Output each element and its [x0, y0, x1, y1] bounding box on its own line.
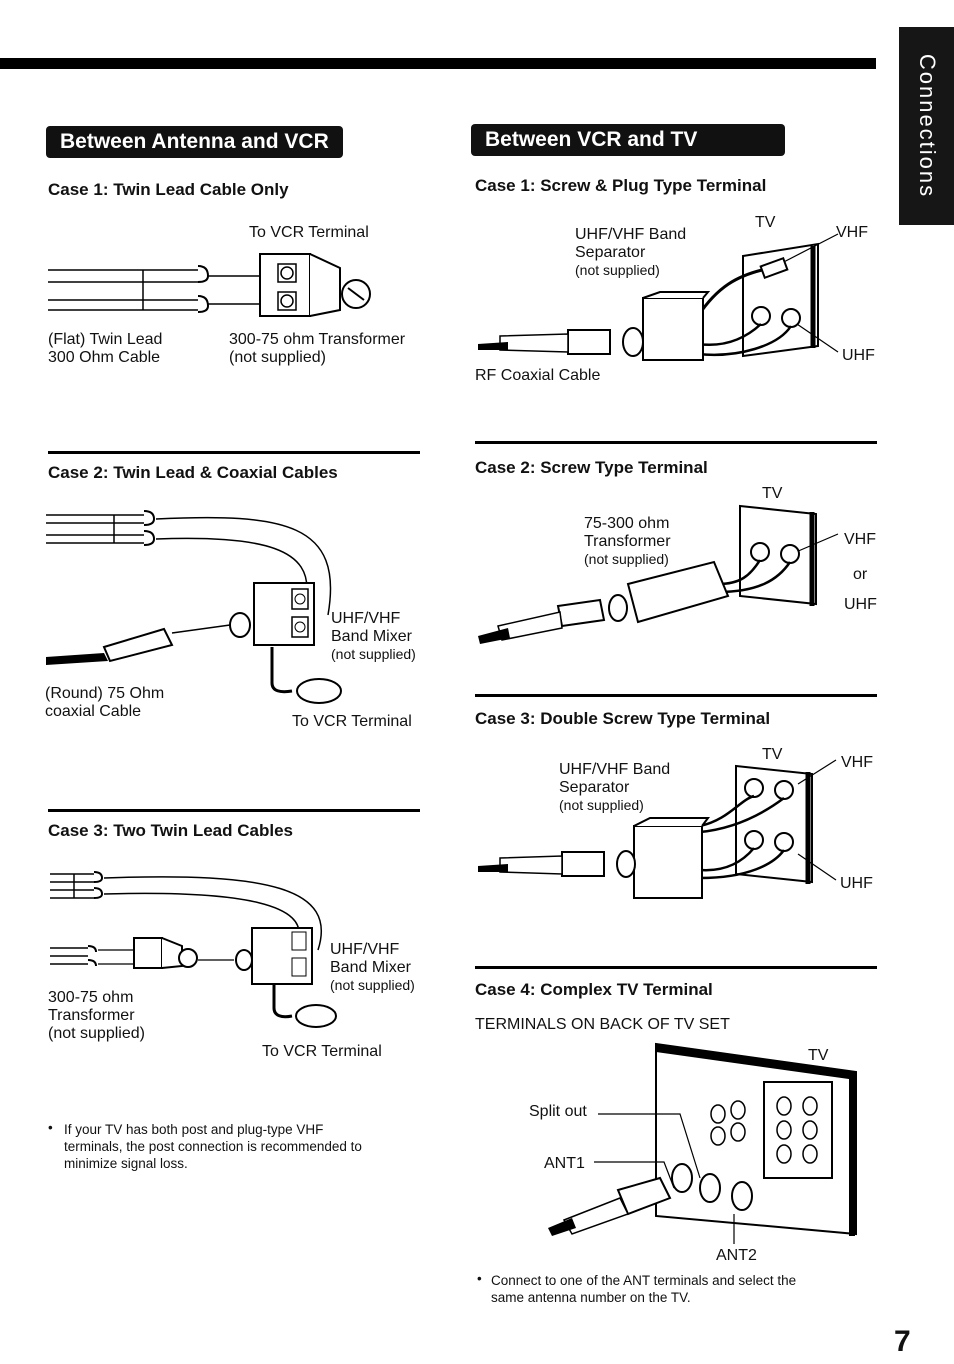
double-screw-terminal-diagram [478, 759, 837, 899]
separator-label-2: Separator [559, 779, 630, 796]
right-note: Connect to one of the ANT terminals and … [491, 1273, 797, 1305]
twin-lead-label-2: 300 Ohm Cable [48, 349, 161, 366]
page-number: 7 [894, 1325, 911, 1358]
case2-left-title: Case 2: Twin Lead & Coaxial Cables [48, 463, 338, 482]
bullet-dot: • [48, 1120, 53, 1135]
mixer-label-1: UHF/VHF [330, 941, 400, 958]
divider [475, 694, 877, 697]
split-out-label: Split out [529, 1103, 587, 1120]
transformer-label-2: (not supplied) [229, 349, 326, 366]
case2-to-vcr: To VCR Terminal [292, 713, 412, 730]
case4-right-title: Case 4: Complex TV Terminal [475, 980, 713, 999]
divider [475, 441, 877, 444]
or-label: or [853, 566, 868, 583]
vhf-label: VHF [841, 754, 873, 771]
rf-coax-label: RF Coaxial Cable [475, 367, 601, 384]
banner-vcr-tv: Between VCR and TV [471, 124, 785, 156]
section-tab-label: Connections [914, 53, 940, 199]
case1-right-title: Case 1: Screw & Plug Type Terminal [475, 176, 767, 195]
transformer-label-2: Transformer [584, 533, 671, 550]
transformer-label-3: (not supplied) [48, 1025, 145, 1042]
case3-to-vcr: To VCR Terminal [262, 1043, 382, 1060]
vhf-label: VHF [836, 224, 868, 241]
separator-note: (not supplied) [575, 262, 660, 278]
mixer-label-2: Band Mixer [330, 959, 411, 976]
transformer-label-1: 300-75 ohm Transformer [229, 331, 406, 348]
case1-left-to-vcr: To VCR Terminal [249, 224, 369, 241]
top-rule [0, 58, 876, 69]
case4-subtitle: TERMINALS ON BACK OF TV SET [475, 1016, 730, 1033]
twin-lead-label-1: (Flat) Twin Lead [48, 331, 163, 348]
coax-label-1: (Round) 75 Ohm [45, 685, 165, 702]
left-note: If your TV has both post and plug-type V… [64, 1122, 362, 1171]
divider [475, 966, 877, 969]
uhf-label: UHF [842, 347, 875, 364]
case2-right-title: Case 2: Screw Type Terminal [475, 458, 708, 477]
vhf-label: VHF [844, 531, 876, 548]
ant2-label: ANT2 [716, 1247, 757, 1264]
transformer-label-2: Transformer [48, 1007, 135, 1024]
coax-label-2: coaxial Cable [45, 703, 142, 720]
mixer-label-2: Band Mixer [331, 628, 412, 645]
screw-terminal-diagram [478, 504, 839, 644]
case1-left-title: Case 1: Twin Lead Cable Only [48, 180, 289, 199]
uhf-label: UHF [840, 875, 873, 892]
transformer-label-1: 75-300 ohm [584, 515, 670, 532]
separator-note: (not supplied) [559, 797, 644, 813]
tv-label: TV [808, 1047, 829, 1064]
mixer-label-1: UHF/VHF [331, 610, 401, 627]
mixer-note: (not supplied) [331, 646, 416, 662]
transformer-note: (not supplied) [584, 551, 669, 567]
ant1-label: ANT1 [544, 1155, 585, 1172]
case3-right-title: Case 3: Double Screw Type Terminal [475, 709, 771, 728]
divider [48, 809, 420, 812]
banner-antenna-vcr: Between Antenna and VCR [46, 126, 343, 158]
tv-label: TV [755, 214, 776, 231]
separator-label-1: UHF/VHF Band [559, 761, 671, 778]
divider [48, 451, 420, 454]
tv-label: TV [762, 485, 783, 502]
bullet-dot: • [477, 1271, 482, 1286]
transformer-label-1: 300-75 ohm [48, 989, 134, 1006]
separator-label-2: Separator [575, 244, 646, 261]
twin-lead-transformer-diagram [48, 253, 371, 317]
complex-terminal-diagram [548, 1042, 857, 1244]
section-tab: Connections [899, 27, 954, 225]
case3-left-title: Case 3: Two Twin Lead Cables [48, 821, 293, 840]
separator-label-1: UHF/VHF Band [575, 226, 687, 243]
screw-plug-terminal-diagram [478, 233, 839, 361]
mixer-note: (not supplied) [330, 977, 415, 993]
uhf-label: UHF [844, 596, 877, 613]
two-twin-lead-diagram [50, 871, 337, 1028]
tv-label: TV [762, 746, 783, 763]
twin-lead-coax-diagram [46, 510, 342, 704]
